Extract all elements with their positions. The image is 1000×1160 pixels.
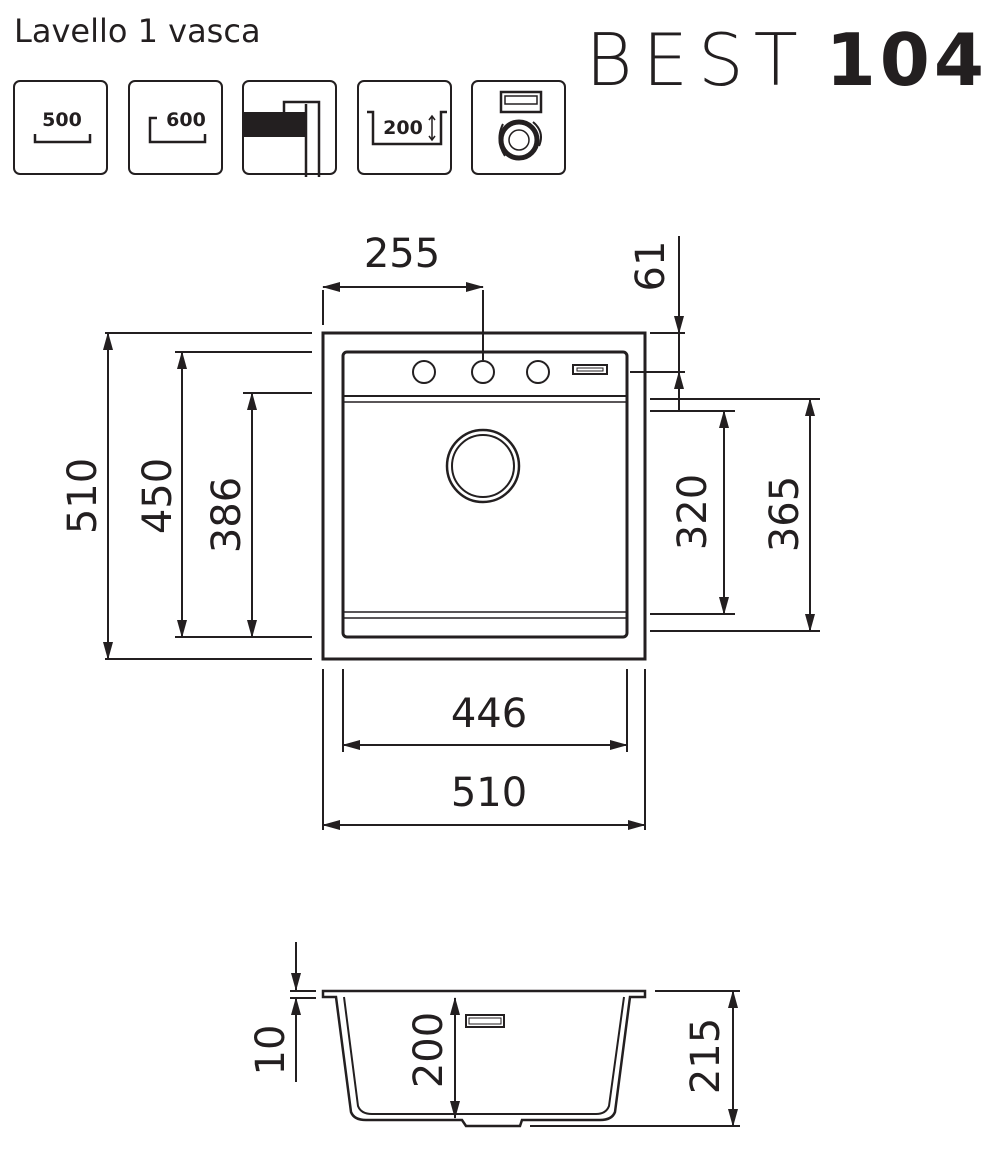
dim-label-215: 215 — [683, 1018, 729, 1094]
bowl-outline — [341, 350, 629, 639]
dim-label-200: 200 — [406, 1012, 452, 1088]
dim-label-320: 320 — [670, 474, 716, 550]
overflow-slot — [572, 364, 608, 375]
icon-label-600: 600 — [166, 109, 206, 131]
model-number: 104 — [825, 18, 988, 102]
dim-label-365: 365 — [762, 476, 808, 552]
sink-outline — [321, 331, 647, 661]
overflow-section — [465, 1014, 505, 1028]
drain-inner — [451, 434, 515, 498]
sink-profile-outer — [321, 989, 647, 1128]
cabinet-600-icon: 600 — [128, 80, 223, 175]
drain-outer — [445, 428, 521, 504]
dim-label-255: 255 — [364, 231, 440, 277]
dim-label-510-height: 510 — [60, 458, 106, 534]
icon-label-200: 200 — [383, 117, 423, 139]
dim-label-386: 386 — [204, 477, 250, 553]
tap-hole-right — [526, 360, 550, 384]
top-view-dimensions — [103, 236, 820, 830]
dim-label-10: 10 — [248, 1025, 294, 1076]
icon-label-500: 500 — [42, 109, 82, 131]
dim-label-510-width: 510 — [451, 770, 527, 816]
product-subtitle: Lavello 1 vasca — [14, 12, 261, 50]
inset-mount-icon — [242, 80, 337, 177]
model-prefix: BEST — [585, 18, 808, 102]
drain-accessory-icon — [471, 80, 566, 175]
tap-hole-left — [412, 360, 436, 384]
bowl-depth-200-icon: 200 — [357, 80, 452, 175]
sink-top-view — [321, 331, 647, 661]
sink-profile-inner — [343, 996, 625, 1115]
dim-label-61: 61 — [628, 241, 674, 292]
dim-label-450: 450 — [135, 458, 181, 534]
section-view-dimensions — [290, 942, 740, 1127]
min-cabinet-500-icon: 500 — [13, 80, 108, 175]
dim-label-446: 446 — [451, 691, 527, 737]
tap-hole-center — [471, 360, 495, 384]
sink-section-view — [321, 989, 647, 1128]
